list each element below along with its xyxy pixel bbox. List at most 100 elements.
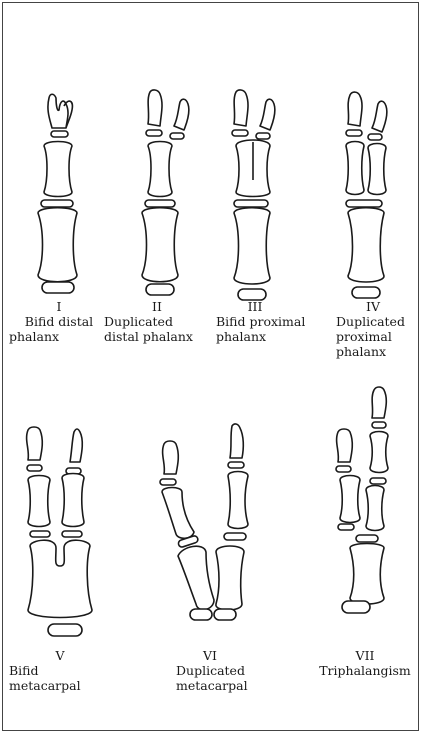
caption-line: Duplicated [176,663,248,678]
type-vii-drawing [336,387,388,613]
proximal-phalanx-left [162,488,194,539]
caption-type-v: V [20,648,100,663]
caption-line: Duplicated [336,314,405,329]
caption-numeral: V [20,648,100,663]
caption-type-iv-text: Duplicated proximal phalanx [336,314,405,359]
joint-cartilage [27,465,42,471]
joint-cartilage [30,531,50,537]
distal-phalanx-left [148,90,162,126]
carpal-bone [214,609,236,620]
caption-line: Bifid distal [0,314,118,329]
joint-cartilage [368,134,382,140]
caption-numeral: III [200,299,310,314]
joint-cartilage [346,200,382,207]
bifid-metacarpal [28,540,92,617]
caption-type-iii-text: Bifid proximal phalanx [216,314,305,344]
joint-cartilage [145,200,175,207]
middle-phalanx [44,142,72,197]
proximal-phalanx-right [366,486,384,531]
joint-cartilage [336,466,351,472]
proximal-phalanx [348,208,384,282]
caption-line: proximal [336,329,405,344]
carpal-bone [48,624,82,636]
caption-line: metacarpal [176,678,248,693]
distal-phalanx-right [70,429,82,462]
caption-numeral: II [98,299,216,314]
joint-cartilage [232,130,248,136]
joint-cartilage [170,133,184,139]
distal-phalanx-extra [372,387,386,418]
carpal-bone [342,601,370,613]
metacarpal-head [146,284,174,295]
proximal-phalanx [234,208,270,284]
caption-type-vi: VI [170,648,250,663]
joint-cartilage [146,130,162,136]
caption-line: Bifid proximal [216,314,305,329]
middle-phalanx-extra [370,432,388,473]
caption-line: phalanx [9,329,59,344]
middle-phalanx-left [346,142,364,195]
proximal-phalanx-left [340,476,360,523]
caption-type-vi-text: Duplicated metacarpal [176,663,248,693]
proximal-phalanx [142,208,178,282]
type-vi-drawing [160,424,248,620]
proximal-phalanx [38,208,77,282]
caption-line: phalanx [336,344,405,359]
distal-phalanx-left [27,427,43,460]
type-ii-drawing [142,90,189,295]
caption-type-ii: II [98,299,216,314]
joint-cartilage [228,462,244,468]
type-iii-drawing [232,90,275,300]
proximal-phalanx-right [228,472,248,529]
joint-cartilage [51,131,68,137]
type-v-drawing [27,427,92,636]
caption-type-i-line2: phalanx [9,329,59,344]
distal-phalanx-right [174,99,189,130]
joint-cartilage [370,478,386,484]
caption-line: distal phalanx [104,329,193,344]
distal-phalanx-left [234,90,248,126]
caption-type-iv: IV [328,299,418,314]
caption-line: Triphalangism [312,663,418,678]
caption-type-iii: III [200,299,310,314]
distal-phalanx-right [260,99,275,130]
caption-type-vii: VII Triphalangism [312,648,418,678]
caption-line: metacarpal [9,678,81,693]
caption-numeral: IV [328,299,418,314]
distal-phalanx-left [163,441,179,474]
joint-cartilage [338,524,354,530]
proximal-phalanx-left [28,476,50,527]
joint-cartilage [346,130,362,136]
middle-phalanx [148,142,172,197]
distal-phalanx-right [372,101,387,132]
distal-phalanx-left [348,92,362,126]
caption-line: Bifid [9,663,81,678]
metacarpal [350,544,384,605]
metacarpal-head [352,287,380,298]
joint-cartilage [372,422,386,428]
joint-cartilage [62,531,82,537]
distal-phalanx-right [230,424,243,458]
caption-line: phalanx [216,329,305,344]
joint-cartilage [224,533,246,540]
type-iv-drawing [346,92,387,298]
carpal-bone [190,609,212,620]
distal-phalanx-left [337,429,353,462]
type-i-drawing [38,94,77,293]
caption-line: Duplicated [104,314,193,329]
joint-cartilage [256,133,270,139]
joint-cartilage [41,200,73,207]
bifid-distal-phalanx [48,94,72,128]
proximal-phalanx-right [62,474,84,527]
bifid-middle-phalanx [236,140,270,197]
joint-cartilage [356,535,378,542]
metacarpal-head [42,282,74,293]
caption-type-v-text: Bifid metacarpal [9,663,81,693]
metacarpal-left [178,546,214,610]
metacarpal-right [216,546,244,610]
joint-cartilage [160,479,176,485]
caption-type-ii-text: Duplicated distal phalanx [104,314,193,344]
caption-numeral: VII [312,648,418,663]
